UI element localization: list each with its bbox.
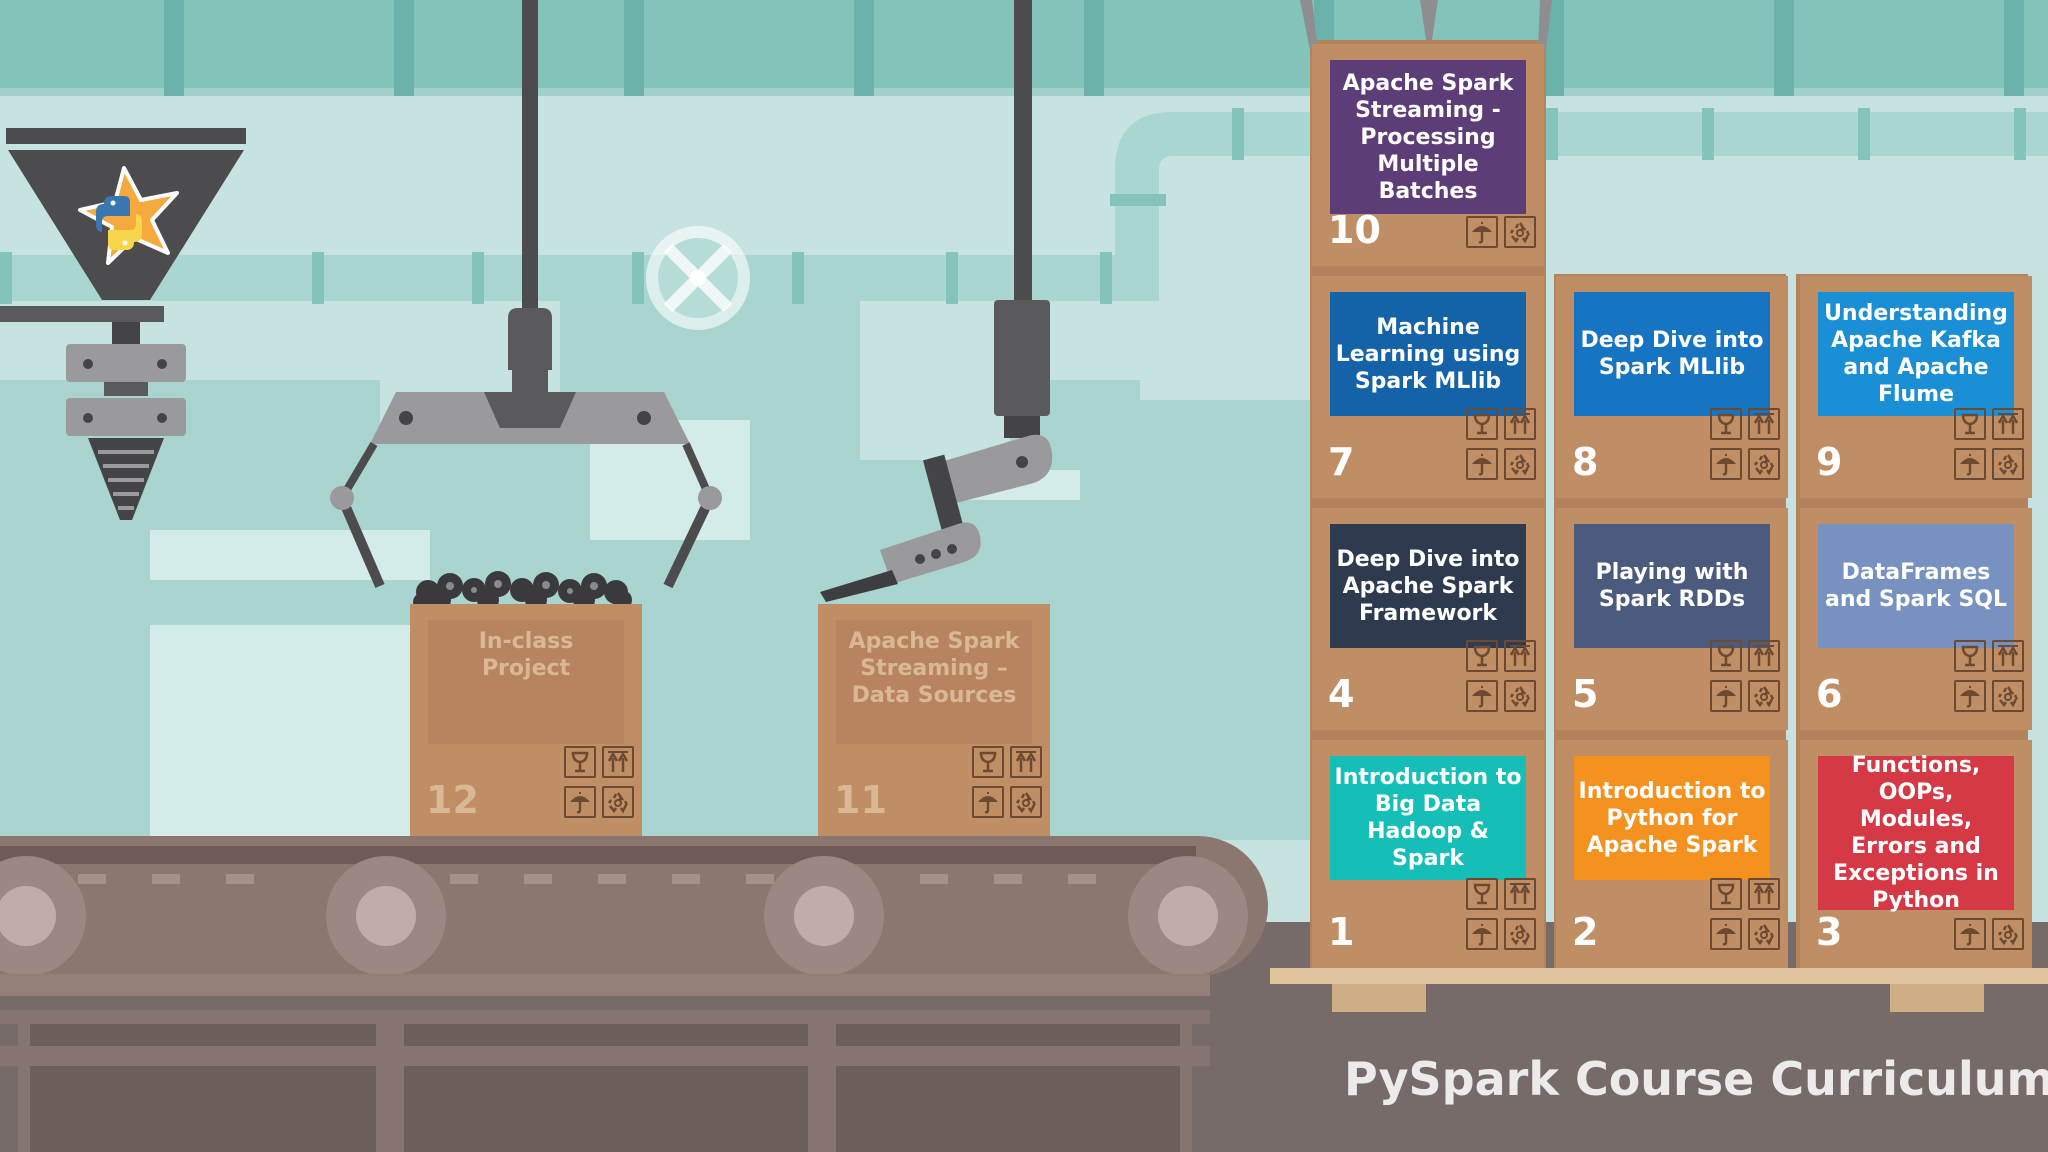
box-label: Introduction to Big Data Hadoop & Spark [1330, 756, 1526, 880]
curriculum-box-1: Introduction to Big Data Hadoop & Spark 1 [1312, 740, 1544, 968]
box-number: 3 [1816, 910, 1843, 954]
umbrella-icon [1466, 216, 1498, 248]
fragile-icon [564, 746, 596, 778]
umbrella-icon [972, 786, 1004, 818]
recycle-icon [1504, 918, 1536, 950]
curriculum-box-6: DataFrames and Spark SQL 6 [1800, 508, 2032, 730]
curriculum-box-8: Deep Dive into Spark MLlib 8 [1556, 276, 1788, 498]
umbrella-icon [1466, 680, 1498, 712]
curriculum-box-4: Deep Dive into Apache Spark Framework 4 [1312, 508, 1544, 730]
curriculum-box-11: Apache Spark Streaming – Data Sources 11 [818, 604, 1050, 836]
fragile-icon [972, 746, 1004, 778]
this-way-up-icon [1748, 408, 1780, 440]
umbrella-icon [1710, 448, 1742, 480]
umbrella-icon [1466, 918, 1498, 950]
this-way-up-icon [602, 746, 634, 778]
python-star-logo [78, 166, 179, 265]
box-number: 12 [426, 778, 479, 822]
fragile-icon [1710, 878, 1742, 910]
box-number: 1 [1328, 910, 1355, 954]
recycle-icon [1748, 680, 1780, 712]
recycle-icon [1504, 448, 1536, 480]
box-number: 2 [1572, 910, 1599, 954]
robot-arm [820, 0, 1053, 602]
recycle-icon [1504, 680, 1536, 712]
box-label: Understanding Apache Kafka and Apache Fl… [1818, 292, 2014, 416]
fragile-icon [1710, 408, 1742, 440]
this-way-up-icon [1504, 640, 1536, 672]
box-number: 7 [1328, 440, 1355, 484]
fragile-icon [1466, 408, 1498, 440]
box-number: 4 [1328, 672, 1355, 716]
this-way-up-icon [1748, 878, 1780, 910]
valve-wheel-icon [646, 226, 750, 330]
box-number: 8 [1572, 440, 1599, 484]
box-label: Apache Spark Streaming – Data Sources [836, 620, 1032, 744]
recycle-icon [1748, 918, 1780, 950]
fragile-icon [1954, 408, 1986, 440]
curriculum-box-10: Apache Spark Streaming - Processing Mult… [1312, 44, 1544, 266]
fragile-icon [1954, 640, 1986, 672]
recycle-icon [602, 786, 634, 818]
this-way-up-icon [1992, 408, 2024, 440]
recycle-icon [1992, 448, 2024, 480]
curriculum-box-3: Functions, OOPs, Modules, Errors and Exc… [1800, 740, 2032, 968]
box-number: 10 [1328, 208, 1381, 252]
fragile-icon [1466, 640, 1498, 672]
umbrella-icon [1710, 680, 1742, 712]
curriculum-box-5: Playing with Spark RDDs 5 [1556, 508, 1788, 730]
umbrella-icon [564, 786, 596, 818]
box-number: 9 [1816, 440, 1843, 484]
this-way-up-icon [1748, 640, 1780, 672]
umbrella-icon [1954, 918, 1986, 950]
box-label: Deep Dive into Spark MLlib [1574, 292, 1770, 416]
fragile-icon [1466, 878, 1498, 910]
page-title: PySpark Course Curriculum [1344, 1052, 2048, 1106]
curriculum-box-9: Understanding Apache Kafka and Apache Fl… [1800, 276, 2032, 498]
recycle-icon [1504, 216, 1536, 248]
robot-claw [330, 0, 722, 589]
umbrella-icon [1710, 918, 1742, 950]
fragile-icon [1710, 640, 1742, 672]
this-way-up-icon [1504, 878, 1536, 910]
box-number: 6 [1816, 672, 1843, 716]
box-label: DataFrames and Spark SQL [1818, 524, 2014, 648]
box-label: Functions, OOPs, Modules, Errors and Exc… [1818, 753, 2014, 913]
box-label: In-class Project [428, 620, 624, 744]
umbrella-icon [1954, 448, 1986, 480]
box-number: 5 [1572, 672, 1599, 716]
box-label: Playing with Spark RDDs [1574, 524, 1770, 648]
box-label: Apache Spark Streaming - Processing Mult… [1330, 60, 1526, 214]
box-label: Deep Dive into Apache Spark Framework [1330, 524, 1526, 648]
box-number: 11 [834, 778, 887, 822]
box-label: Introduction to Python for Apache Spark [1574, 756, 1770, 880]
recycle-icon [1010, 786, 1042, 818]
umbrella-icon [1466, 448, 1498, 480]
curriculum-box-7: Machine Learning using Spark MLlib 7 [1312, 276, 1544, 498]
recycle-icon [1992, 918, 2024, 950]
pallet [1270, 968, 2048, 1012]
this-way-up-icon [1992, 640, 2024, 672]
this-way-up-icon [1504, 408, 1536, 440]
conveyor-belt [0, 836, 1268, 996]
box-label: Machine Learning using Spark MLlib [1330, 292, 1526, 416]
recycle-icon [1992, 680, 2024, 712]
curriculum-box-12: In-class Project 12 [410, 604, 642, 836]
this-way-up-icon [1010, 746, 1042, 778]
recycle-icon [1748, 448, 1780, 480]
umbrella-icon [1954, 680, 1986, 712]
curriculum-box-2: Introduction to Python for Apache Spark 2 [1556, 740, 1788, 968]
